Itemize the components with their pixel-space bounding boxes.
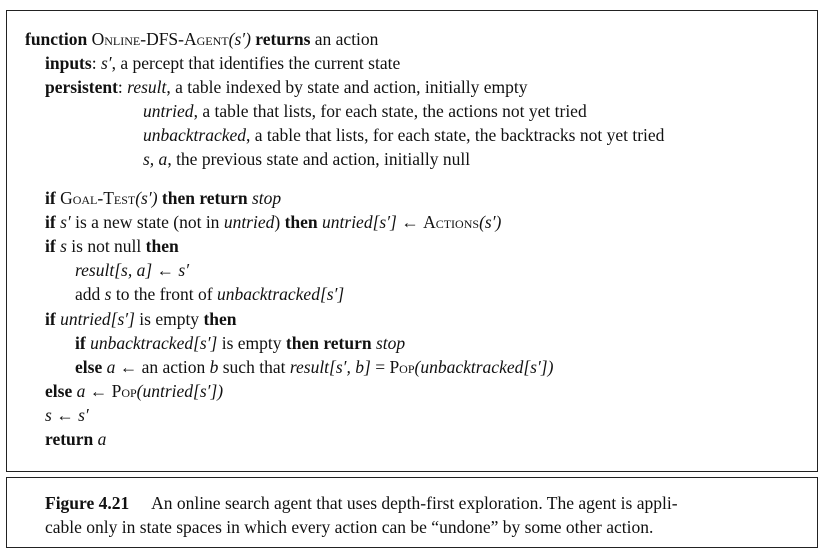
persistent-text: , a table that lists, for each state, th…: [246, 125, 665, 145]
inputs-text: , a percept that identifies the current …: [111, 53, 401, 73]
return-description: an action: [314, 29, 379, 49]
code-line: if unbacktracked[s′] is empty then retur…: [75, 332, 405, 354]
keyword-returns: returns: [255, 29, 311, 49]
code-line: s ← s′: [45, 404, 89, 426]
math-expr: s: [45, 404, 52, 425]
code-text: =: [370, 356, 390, 377]
persistent-var: untried: [143, 101, 194, 121]
keyword: if: [45, 188, 56, 208]
function-call: Pop: [111, 380, 137, 401]
function-name: Online-DFS-Agent: [91, 29, 229, 49]
math-expr: (s′): [135, 188, 158, 208]
math-expr: (unbacktracked[s′]): [414, 356, 554, 377]
code-text: is not null: [66, 236, 146, 257]
math-expr: stop: [252, 188, 282, 208]
math-expr: s: [60, 236, 67, 257]
math-expr: s: [104, 284, 112, 305]
keyword: if: [75, 332, 86, 353]
keyword: then return: [161, 188, 248, 208]
math-expr: unbacktracked[s′]: [90, 332, 218, 353]
keyword-persistent: persistent: [45, 77, 118, 97]
code-text: ←: [51, 404, 79, 425]
code-line: if s′ is a new state (not in untried) th…: [45, 211, 501, 233]
persistent-var: s, a: [143, 149, 168, 169]
algorithm-box: function Online-DFS-Agent(s′) returns an…: [6, 10, 818, 472]
math-expr: b: [209, 356, 219, 377]
keyword: then: [203, 308, 237, 329]
persistent-var: result: [127, 77, 167, 97]
math-expr: s′: [78, 404, 89, 425]
math-expr: untried[s′]: [60, 308, 135, 329]
math-expr: stop: [376, 332, 406, 353]
inputs-var: s′: [100, 53, 112, 73]
keyword: if: [45, 212, 56, 233]
code-line: if Goal-Test(s′) then return stop: [45, 187, 281, 209]
persistent-line: untried, a table that lists, for each st…: [143, 100, 587, 122]
math-expr: (untried[s′]): [136, 380, 224, 401]
code-line: else a ← an action b such that result[s′…: [75, 356, 553, 378]
code-text: is a new state (not in: [70, 212, 224, 233]
function-args: (s′): [228, 29, 251, 49]
code-text: add: [75, 284, 105, 305]
math-expr: s′: [60, 212, 71, 233]
math-expr: a: [97, 429, 107, 449]
caption-line: Figure 4.21 An online search agent that …: [45, 491, 785, 515]
math-expr: (s′): [479, 212, 502, 233]
function-call: Goal-Test: [60, 188, 136, 208]
persistent-line: s, a, the previous state and action, ini…: [143, 148, 470, 170]
persistent-var: unbacktracked: [143, 125, 247, 145]
code-text: ←: [85, 380, 112, 401]
caption-text: cable only in state spaces in which ever…: [45, 517, 654, 537]
code-text: ←: [152, 260, 179, 281]
math-expr: a: [76, 380, 86, 401]
math-expr: result[s′, b]: [289, 356, 371, 377]
code-line: result[s, a] ← s′: [75, 259, 189, 281]
caption-text: An online search agent that uses depth-f…: [151, 493, 678, 513]
code-text: is empty: [134, 308, 204, 329]
persistent-line: persistent: result, a table indexed by s…: [45, 77, 528, 97]
code-line: if s is not null then: [45, 235, 179, 257]
keyword: then: [145, 236, 179, 257]
function-call: Pop: [389, 356, 415, 377]
algorithm-header: function Online-DFS-Agent(s′) returns an…: [25, 28, 378, 50]
inputs-line: inputs: s′, a percept that identifies th…: [45, 53, 401, 73]
math-expr: untried: [223, 212, 275, 233]
keyword: else: [75, 356, 103, 377]
keyword: if: [45, 308, 56, 329]
persistent-text: , the previous state and action, initial…: [167, 149, 471, 169]
keyword: then: [284, 212, 318, 233]
code-line: add s to the front of unbacktracked[s′]: [75, 283, 344, 305]
keyword-inputs: inputs: [45, 53, 92, 73]
code-text: to the front of: [111, 284, 217, 305]
math-expr: s′: [178, 260, 190, 281]
persistent-text: , a table indexed by state and action, i…: [166, 77, 528, 97]
keyword: else: [45, 380, 73, 401]
persistent-line: unbacktracked, a table that lists, for e…: [143, 124, 664, 146]
figure-caption: Figure 4.21 An online search agent that …: [45, 491, 785, 539]
math-expr: result[s, a]: [75, 260, 153, 281]
code-line: if untried[s′] is empty then: [45, 308, 237, 330]
persistent-text: , a table that lists, for each state, th…: [193, 101, 587, 121]
code-text: ←: [396, 212, 424, 233]
code-text: ): [274, 212, 285, 233]
function-call: Actions: [423, 212, 480, 233]
code-text: is empty: [217, 332, 286, 353]
keyword: then return: [285, 332, 372, 353]
math-expr: a: [106, 356, 116, 377]
code-line: return a: [45, 428, 106, 450]
keyword: return: [45, 429, 94, 449]
code-text: ← an action: [115, 356, 210, 377]
figure-label: Figure 4.21: [45, 493, 130, 513]
code-text: such that: [218, 356, 290, 377]
caption-line: cable only in state spaces in which ever…: [45, 515, 785, 539]
keyword: if: [45, 236, 56, 257]
math-expr: untried[s′]: [322, 212, 397, 233]
math-expr: unbacktracked[s′]: [216, 284, 345, 305]
caption-box: Figure 4.21 An online search agent that …: [6, 477, 818, 548]
code-line: else a ← Pop(untried[s′]): [45, 380, 223, 402]
keyword-function: function: [25, 29, 88, 49]
